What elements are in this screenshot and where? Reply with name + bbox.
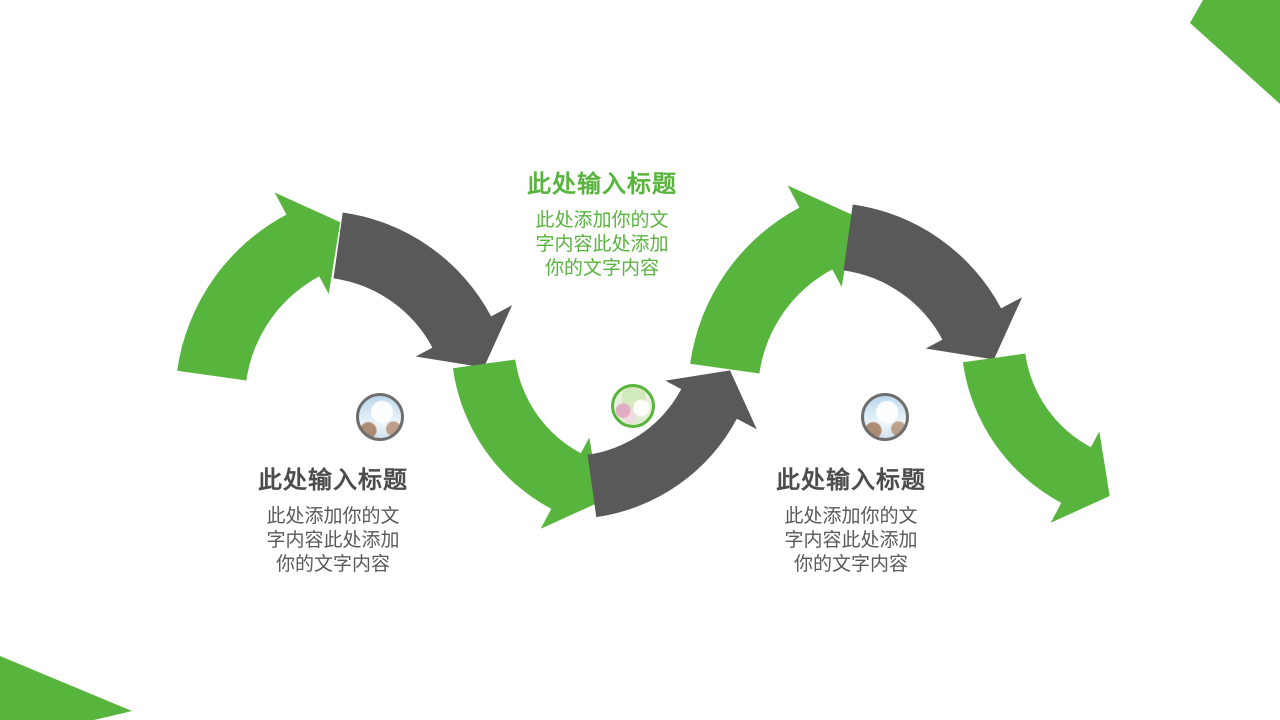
section-body: 此处添加你的文字内容此处添加你的文字内容: [784, 506, 918, 575]
section-title: 此处输入标题: [527, 171, 677, 198]
arc-arrow-2-gray-down: [333, 212, 513, 368]
text-block-top-center: 此处输入标题 此处添加你的文字内容此处添加你的文字内容: [492, 170, 712, 281]
text-block-bottom-right: 此处输入标题 此处添加你的文字内容此处添加你的文字内容: [741, 466, 961, 577]
arc-arrow-7-green-down: [962, 353, 1110, 523]
corner-triangle-top-right: [1190, 0, 1280, 104]
arc-arrow-4-gray-up: [587, 370, 757, 518]
section-title: 此处输入标题: [258, 467, 408, 494]
photo-sky-circle: [356, 393, 404, 441]
section-body: 此处添加你的文字内容此处添加你的文字内容: [535, 210, 669, 279]
photo-team-circle: [611, 384, 655, 428]
section-body: 此处添加你的文字内容此处添加你的文字内容: [266, 506, 400, 575]
text-block-bottom-left: 此处输入标题 此处添加你的文字内容此处添加你的文字内容: [223, 466, 443, 577]
arc-arrow-1-green-up: [177, 192, 341, 381]
section-title: 此处输入标题: [776, 467, 926, 494]
arc-arrow-3-green-down: [452, 359, 600, 529]
arc-arrow-6-gray-down: [843, 204, 1023, 360]
arc-arrow-5-green-up: [690, 185, 854, 374]
photo-sky-circle: [861, 393, 909, 441]
corner-triangle-bottom-left: [0, 656, 132, 720]
